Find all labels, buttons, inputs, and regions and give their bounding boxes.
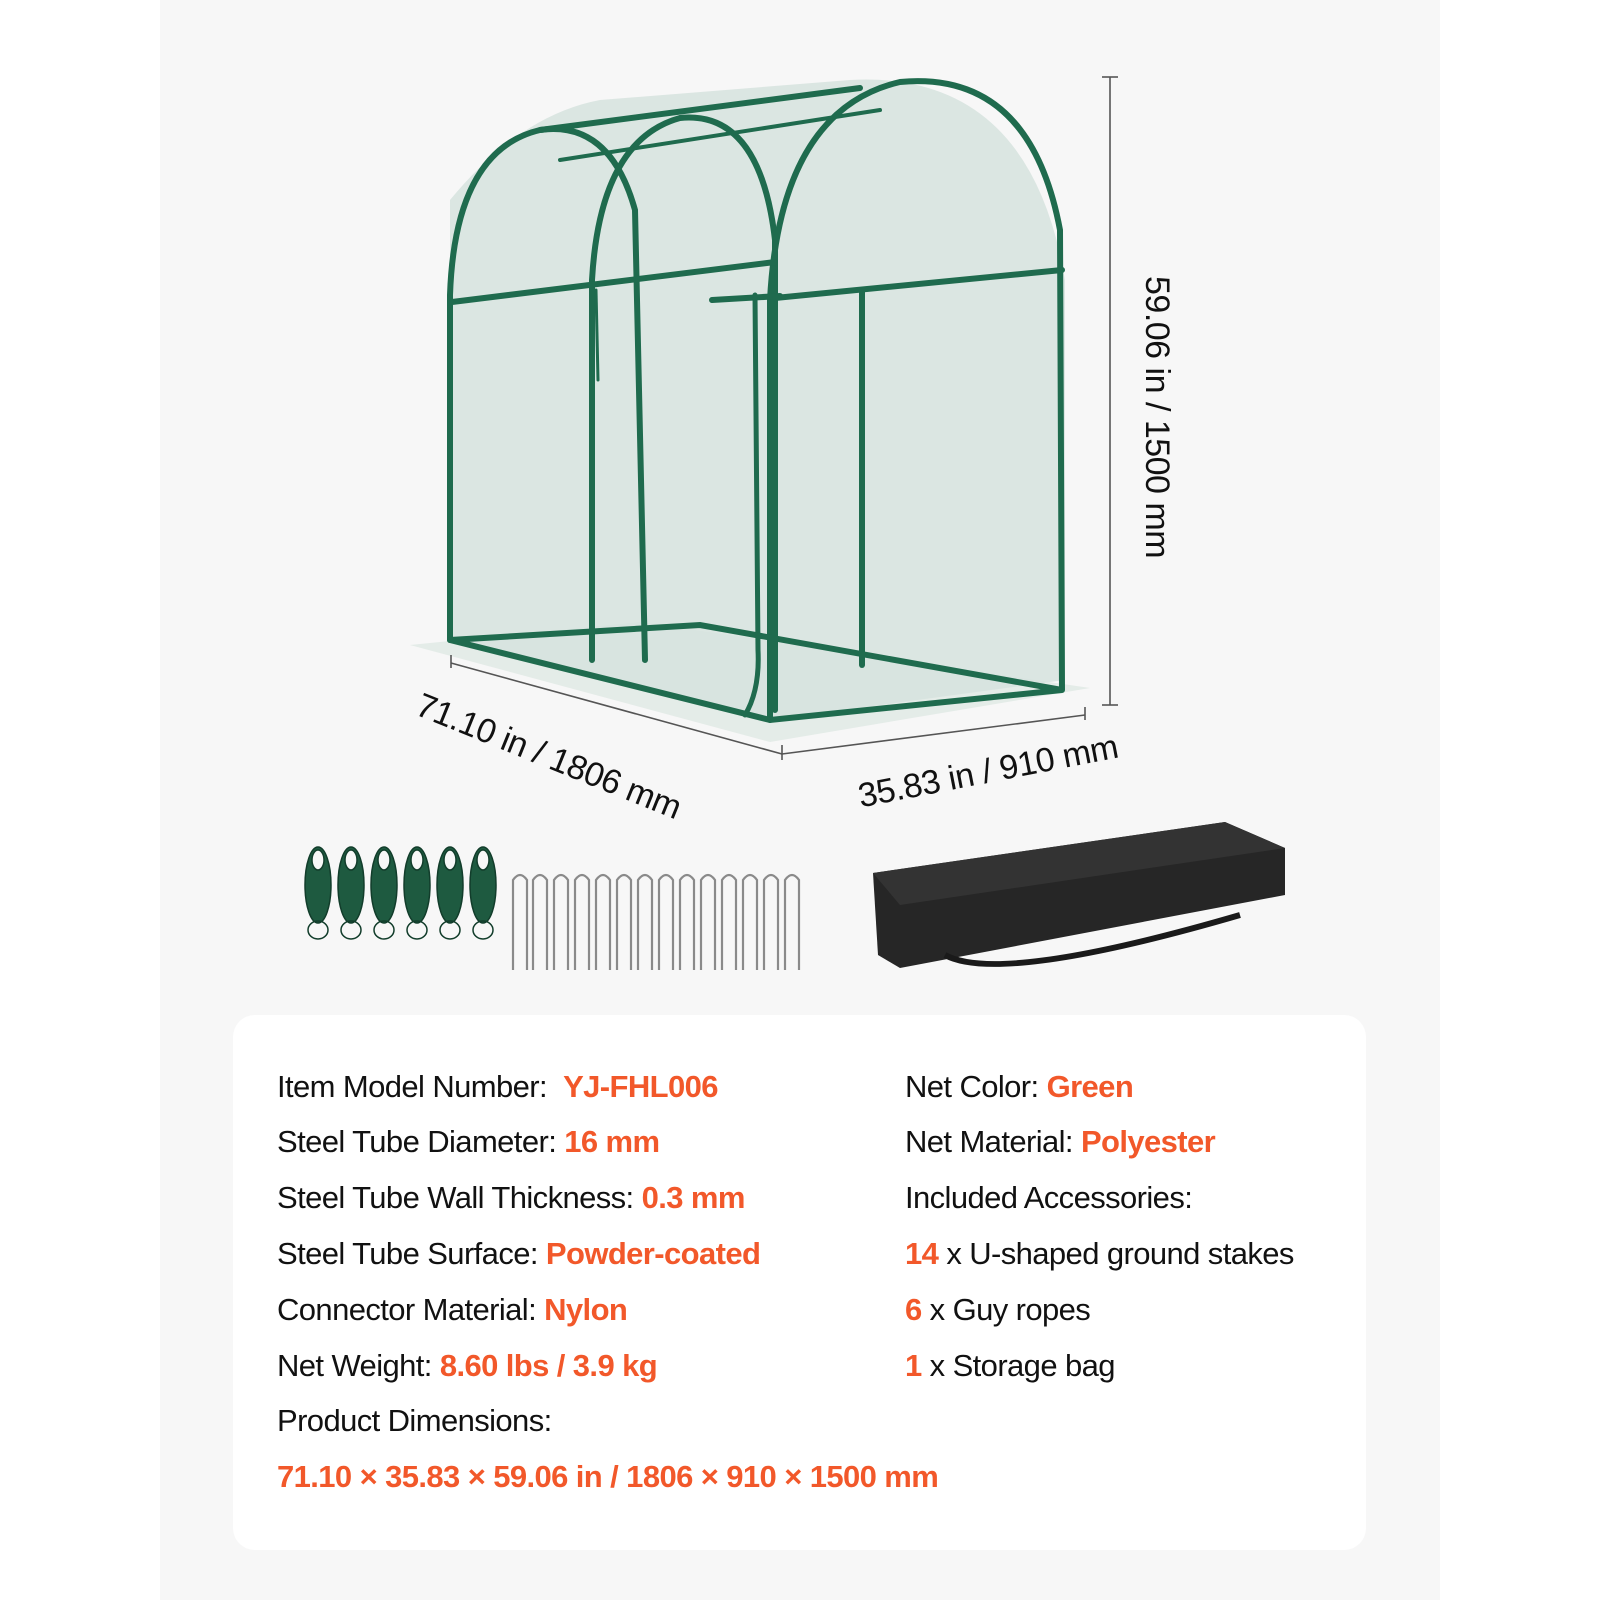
guy-ropes-icon (304, 846, 497, 940)
spec-label: Net Weight: (277, 1348, 432, 1383)
spec-label: Included Accessories: (905, 1180, 1193, 1215)
spec-value: 0.3 mm (641, 1180, 746, 1215)
spec-label: Item Model Number: (277, 1069, 548, 1104)
spec-net-color: Net Color: Green (905, 1067, 1134, 1107)
spec-label: Net Color: (905, 1069, 1039, 1104)
spec-net-material: Net Material: Polyester (905, 1122, 1216, 1162)
spec-label: Steel Tube Diameter: (277, 1124, 557, 1159)
accessory-text: x Storage bag (929, 1348, 1116, 1383)
spec-label: Net Material: (905, 1124, 1074, 1159)
spec-model-number: Item Model Number: YJ-FHL006 (277, 1067, 718, 1107)
spec-label: Product Dimensions: (277, 1403, 552, 1438)
spec-value: Powder-coated (545, 1236, 761, 1271)
accessory-qty: 14 (905, 1236, 939, 1271)
spec-value: Polyester (1080, 1124, 1216, 1159)
specs-card (233, 1015, 1366, 1550)
accessory-item-ropes: 6 x Guy ropes (905, 1290, 1091, 1330)
greenhouse-frame (447, 78, 1065, 724)
accessory-text: x Guy ropes (929, 1292, 1091, 1327)
spec-net-weight: Net Weight: 8.60 lbs / 3.9 kg (277, 1346, 658, 1386)
spec-value: YJ-FHL006 (563, 1069, 718, 1104)
height-dimension-label: 59.06 in / 1500 mm (1138, 276, 1176, 559)
spec-value: Nylon (544, 1292, 628, 1327)
accessory-qty: 6 (905, 1292, 922, 1327)
spec-product-dimensions-label: Product Dimensions: (277, 1401, 552, 1441)
spec-tube-surface: Steel Tube Surface: Powder-coated (277, 1234, 761, 1274)
spec-included-accessories: Included Accessories: (905, 1178, 1193, 1218)
ground-stakes-icon (511, 873, 801, 970)
spec-connector-material: Connector Material: Nylon (277, 1290, 628, 1330)
spec-tube-diameter: Steel Tube Diameter: 16 mm (277, 1122, 660, 1162)
spec-label: Steel Tube Surface: (277, 1236, 538, 1271)
storage-bag-icon (873, 822, 1285, 968)
spec-value: 16 mm (564, 1124, 660, 1159)
spec-value: 8.60 lbs / 3.9 kg (439, 1348, 658, 1383)
spec-label: Connector Material: (277, 1292, 537, 1327)
accessory-qty: 1 (905, 1348, 922, 1383)
spec-product-dimensions-value: 71.10 × 35.83 × 59.06 in / 1806 × 910 × … (277, 1459, 939, 1494)
spec-label: Steel Tube Wall Thickness: (277, 1180, 634, 1215)
greenhouse-illustration (304, 76, 1285, 970)
accessory-text: x U-shaped ground stakes (946, 1236, 1294, 1271)
accessory-item-stakes: 14 x U-shaped ground stakes (905, 1234, 1294, 1274)
spec-wall-thickness: Steel Tube Wall Thickness: 0.3 mm (277, 1178, 745, 1218)
accessory-item-bag: 1 x Storage bag (905, 1346, 1116, 1386)
spec-value: Green (1046, 1069, 1134, 1104)
dimension-lines (450, 76, 1118, 760)
